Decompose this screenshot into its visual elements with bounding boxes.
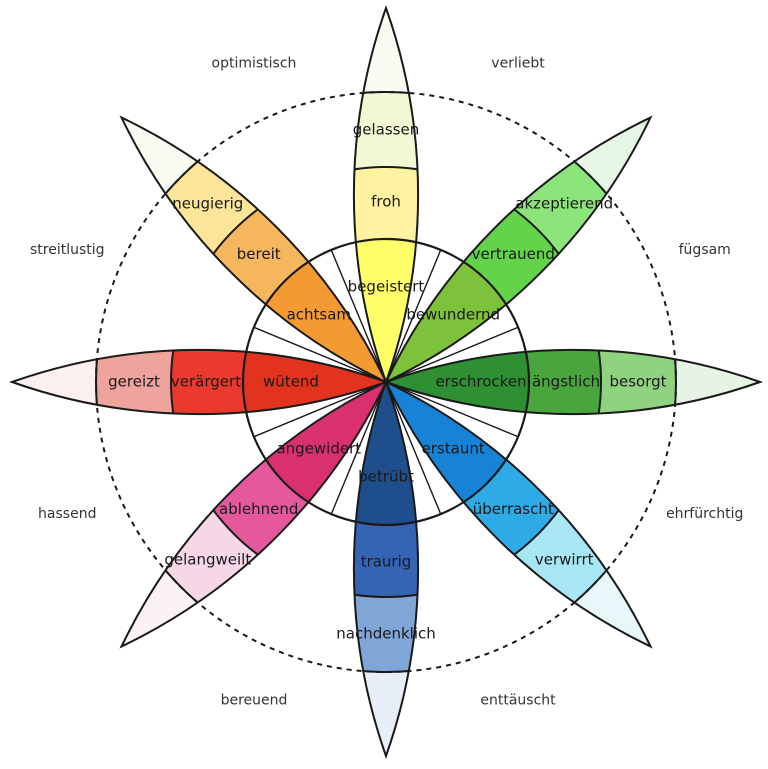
petal-outline: [8, 348, 390, 416]
emotion-label: bewundernd: [406, 305, 500, 323]
petal-outline: [352, 4, 420, 386]
segment-spoke: [385, 249, 442, 383]
emotion-label: akzeptierend: [515, 194, 613, 212]
emotion-label: traurig: [361, 553, 412, 571]
emotion-label: vertrauend: [472, 245, 555, 263]
segment-spoke: [385, 381, 442, 515]
band-divider: [353, 166, 419, 382]
petal-outline: [383, 115, 653, 385]
segment-spoke: [253, 326, 387, 383]
emotion-label: bereit: [237, 245, 281, 263]
dyad-label: fügsam: [679, 242, 731, 258]
petal-outline: [119, 379, 389, 649]
emotion-label: erstaunt: [422, 440, 485, 458]
dyad-label: optimistisch: [212, 55, 297, 71]
band-divider: [353, 382, 419, 598]
dyad-label: ehrfürchtig: [666, 506, 743, 522]
emotion-label: ängstlich: [532, 373, 600, 391]
petal-band: [386, 239, 529, 383]
petal-band: [386, 382, 601, 597]
segment-spoke: [253, 381, 387, 438]
segment-spoke: [330, 381, 387, 515]
emotion-label: betrübt: [358, 468, 414, 486]
petal-outline: [119, 115, 389, 385]
petal-outline: [383, 379, 653, 649]
emotion-label: erschrocken: [435, 373, 526, 391]
emotion-label: angewidert: [276, 440, 361, 458]
segment-spoke: [385, 381, 519, 438]
emotion-label: wütend: [263, 373, 319, 391]
emotion-label: nachdenklich: [336, 625, 436, 643]
band-divider: [170, 349, 386, 415]
dyad-label: bereuend: [221, 693, 288, 709]
emotion-label: begeistert: [348, 278, 425, 296]
segment-spoke: [330, 249, 387, 383]
dyad-label: enttäuscht: [480, 693, 556, 709]
band-divider: [353, 382, 419, 673]
emotion-label: besorgt: [609, 373, 666, 391]
dashed-ring: [95, 91, 677, 673]
segment-spoke: [385, 326, 519, 383]
dyad-label: verliebt: [491, 55, 545, 71]
petal-outline: [382, 348, 764, 416]
petal-outline: [352, 378, 420, 760]
petal-band: [386, 167, 601, 383]
emotion-label: ablehnend: [219, 500, 298, 518]
dyad-label: streitlustig: [30, 242, 105, 258]
dyad-label: hassend: [38, 506, 96, 522]
inner-ring: [241, 237, 531, 527]
emotion-label: gelangweilt: [164, 551, 251, 569]
emotion-label: verwirrt: [535, 551, 594, 569]
petal-band: [386, 382, 529, 525]
petal-band: [243, 382, 387, 525]
emotion-label: achtsam: [287, 305, 351, 323]
emotion-label: gelassen: [353, 121, 419, 139]
emotion-label: gereizt: [108, 373, 160, 391]
emotion-label: überrascht: [473, 500, 554, 518]
emotion-label: verärgert: [171, 373, 241, 391]
emotion-label: neugierig: [172, 194, 243, 212]
petal-band: [171, 382, 387, 597]
band-divider: [386, 349, 602, 415]
band-divider: [353, 91, 419, 382]
emotion-label: froh: [371, 193, 401, 211]
